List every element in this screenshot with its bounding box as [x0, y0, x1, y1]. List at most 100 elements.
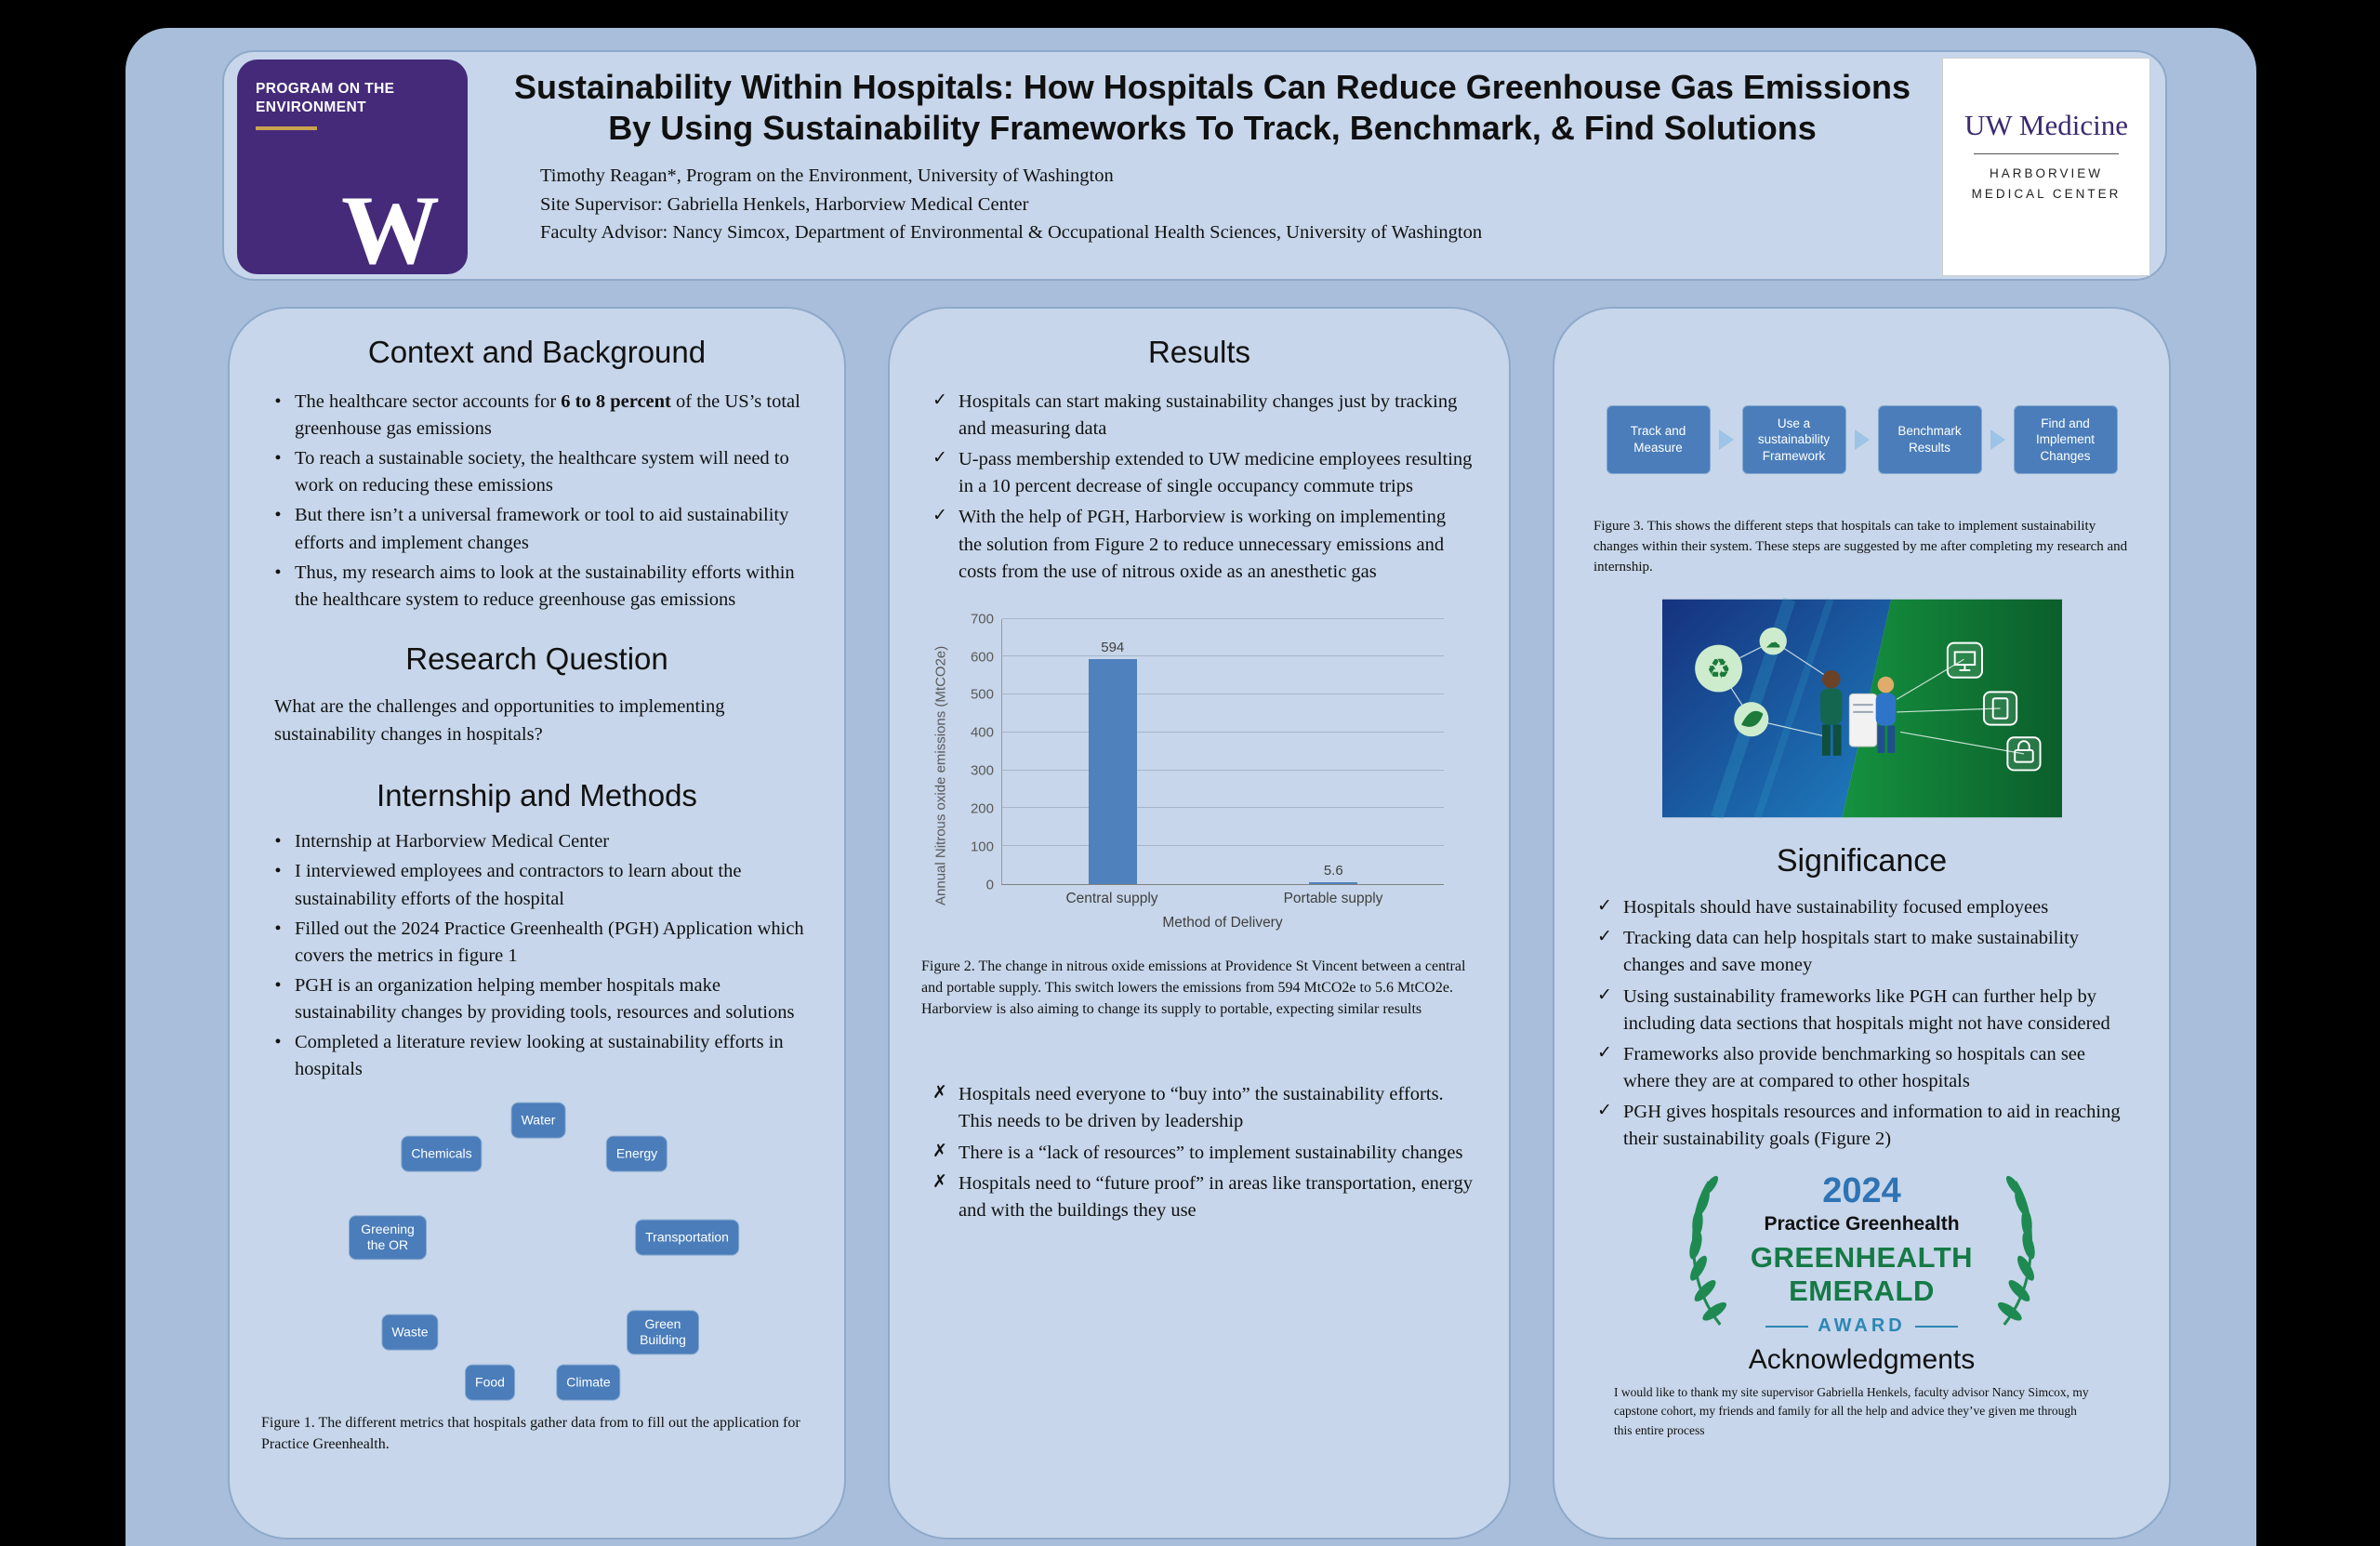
poster: PROGRAM ON THE ENVIRONMENT W Sustainabil… — [126, 28, 2256, 1546]
check-icon: ✓ — [1597, 1042, 1612, 1063]
bullet-text: Using sustainability frameworks like PGH… — [1623, 985, 2110, 1034]
list-item: ✓ Hospitals can start making sustainabil… — [921, 389, 1474, 443]
list-item: ✗ There is a “lack of resources” to impl… — [921, 1140, 1474, 1167]
gridline — [1002, 845, 1444, 847]
uwm-sub-line1: HARBORVIEW — [1989, 166, 2103, 180]
award-row: AWARD — [1728, 1315, 1996, 1337]
uwm-sub-line2: MEDICAL CENTER — [1971, 187, 2122, 202]
bullet-text: PGH is an organization helping member ho… — [295, 974, 795, 1023]
results-check-list: ✓ Hospitals can start making sustainabil… — [921, 389, 1477, 586]
list-item: ✗ Hospitals need everyone to “buy into” … — [921, 1081, 1474, 1135]
gridline — [1002, 731, 1444, 733]
acknowledgments-text: I would like to thank my site supervisor… — [1614, 1385, 2089, 1437]
laurel-wreath-right-icon — [1997, 1176, 2035, 1327]
y-tick-label: 600 — [970, 649, 994, 666]
list-item: ✓ Hospitals should have sustainability f… — [1586, 894, 2134, 921]
metric-node-waste: Waste — [381, 1314, 439, 1351]
header-panel: PROGRAM ON THE ENVIRONMENT W Sustainabil… — [222, 50, 2167, 281]
leaf-icon — [1740, 711, 1763, 728]
y-tick-label: 300 — [970, 762, 994, 779]
heading-significance: Significance — [1776, 843, 1948, 879]
flow-arrow-icon — [1854, 429, 1870, 450]
bullet-icon: • — [274, 831, 282, 852]
header-title-block: Sustainability Within Hospitals: How Hos… — [503, 67, 1922, 247]
bullet-text-post: of the US’s total greenhouse gas emissio… — [295, 391, 800, 440]
heading-acknowledgments: Acknowledgments — [1748, 1344, 1976, 1376]
bullet-icon: • — [274, 918, 282, 939]
bullet-text: Hospitals need to “future proof” in area… — [959, 1172, 1473, 1221]
bullet-icon: • — [274, 974, 282, 996]
bullet-text: Filled out the 2024 Practice Greenhealth… — [295, 918, 804, 966]
metric-node-green-building: Green Building — [627, 1310, 699, 1355]
metric-node-food: Food — [465, 1364, 515, 1401]
list-item: ✗ Hospitals need to “future proof” in ar… — [921, 1170, 1474, 1224]
poster-title-line1: Sustainability Within Hospitals: How Hos… — [514, 68, 1911, 106]
check-icon: ✓ — [1597, 927, 1612, 947]
bullet-text: Completed a literature review looking at… — [295, 1032, 784, 1080]
bullet-text-bold: 6 to 8 percent — [561, 391, 671, 412]
award-text-block: 2024 Practice Greenhealth GREENHEALTH EM… — [1728, 1171, 1996, 1337]
chart-x-axis-label: Method of Delivery — [1162, 914, 1283, 931]
list-item: • I interviewed employees and contractor… — [261, 858, 807, 912]
y-tick-label: 0 — [985, 877, 994, 893]
flow-step-track-measure: Track and Measure — [1606, 405, 1711, 474]
bullet-text: I interviewed employees and contractors … — [295, 861, 742, 909]
uw-medicine-wordmark: UW Medicine — [1964, 109, 2128, 141]
bullet-text: With the help of PGH, Harborview is work… — [959, 507, 1447, 582]
poe-logo-text: PROGRAM ON THE ENVIRONMENT — [237, 59, 468, 117]
gridline — [1002, 807, 1444, 809]
award-line-award: AWARD — [1818, 1315, 1906, 1337]
figure3-flow-diagram: Track and Measure Use a sustainability F… — [1586, 405, 2137, 474]
bar-value-label: 5.6 — [1323, 862, 1343, 879]
gold-rule — [256, 126, 317, 131]
significance-check-list: ✓ Hospitals should have sustainability f… — [1586, 894, 2137, 1153]
person-left-figure — [1819, 670, 1842, 757]
gridline — [1002, 617, 1444, 619]
category-label: Portable supply — [1283, 890, 1383, 906]
list-item: ✓ Frameworks also provide benchmarking s… — [1586, 1041, 2134, 1095]
bullet-text-pre: The healthcare sector accounts for — [295, 391, 562, 412]
bar-slot: 594 — [1002, 619, 1223, 884]
award-org: Practice Greenhealth — [1764, 1213, 1960, 1235]
flow-step-benchmark: Benchmark Results — [1877, 405, 1982, 474]
award-year: 2024 — [1822, 1171, 1901, 1211]
advisor-line: Faculty Advisor: Nancy Simcox, Departmen… — [540, 222, 1483, 244]
poster-title: Sustainability Within Hospitals: How Hos… — [503, 67, 1922, 149]
check-icon: ✓ — [1597, 1101, 1612, 1121]
award-line-greenhealth: GREENHEALTH — [1750, 1241, 1974, 1275]
list-item: ✓ Tracking data can help hospitals start… — [1586, 925, 2134, 979]
bar-portable-supply: 5.6 — [1309, 863, 1358, 884]
context-bullet-list: • The healthcare sector accounts for 6 t… — [261, 389, 813, 614]
gridline — [1002, 655, 1444, 657]
list-item: • Thus, my research aims to look at the … — [261, 560, 807, 614]
cloud-icon: ☁ — [1765, 634, 1780, 652]
person-right-figure — [1875, 677, 1896, 754]
check-icon: ✓ — [1597, 984, 1612, 1005]
list-item: • Internship at Harborview Medical Cente… — [261, 828, 807, 855]
check-icon: ✓ — [932, 390, 947, 410]
bullet-text: Hospitals need everyone to “buy into” th… — [959, 1084, 1444, 1132]
award-line-emerald: EMERALD — [1789, 1275, 1935, 1308]
bullet-text: Hospitals should have sustainability foc… — [1623, 897, 2049, 918]
uw-medicine-logo: UW Medicine HARBORVIEW MEDICAL CENTER — [1942, 58, 2150, 276]
uwm-divider — [1974, 153, 2119, 154]
bullet-text: U-pass membership extended to UW medicin… — [959, 449, 1473, 497]
methods-bullet-list: • Internship at Harborview Medical Cente… — [261, 828, 813, 1083]
list-item: ✓ U-pass membership extended to UW medic… — [921, 446, 1474, 500]
research-question-text: What are the challenges and opportunitie… — [274, 695, 725, 745]
gridline — [1002, 769, 1444, 771]
bar-slot: 5.6 — [1223, 619, 1445, 884]
bullet-icon: • — [274, 1032, 282, 1053]
column-significance: Track and Measure Use a sustainability F… — [1553, 307, 2171, 1539]
award-rule-right — [1914, 1325, 1958, 1328]
bullet-icon: • — [274, 562, 282, 583]
bullet-text: Internship at Harborview Medical Center — [295, 831, 610, 852]
recycle-icon: ♻ — [1706, 655, 1730, 685]
program-on-environment-logo: PROGRAM ON THE ENVIRONMENT W — [237, 59, 468, 274]
heading-context-background: Context and Background — [367, 335, 707, 369]
figure2-caption: Figure 2. The change in nitrous oxide em… — [921, 958, 1466, 1018]
column-results: Results ✓ Hospitals can start making sus… — [888, 307, 1511, 1539]
list-item: • PGH is an organization helping member … — [261, 972, 807, 1026]
